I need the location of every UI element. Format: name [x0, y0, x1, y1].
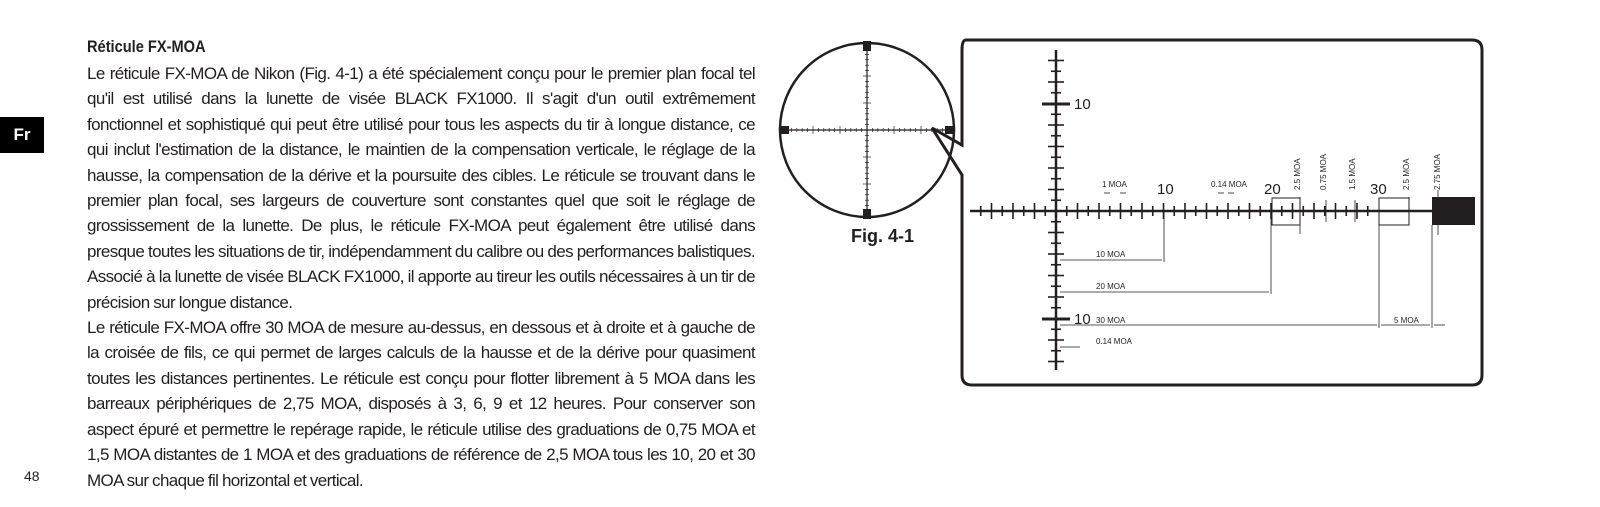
annot-20-moa: 20 MOA — [1096, 282, 1126, 291]
circle-ticks — [791, 54, 943, 206]
label-v10-bottom: 10 — [1074, 311, 1091, 328]
circle-post-left — [779, 126, 789, 134]
label-h10: 10 — [1157, 181, 1174, 198]
label-h30: 30 — [1370, 181, 1387, 198]
page-number: 48 — [24, 468, 40, 484]
annot-5-moa: 5 MOA — [1394, 316, 1420, 325]
reticle-detail: 10 10 20 30 10 1 MOA 0.14 MOA 10 MOA 20 … — [970, 50, 1475, 370]
annot-25-moa-b: 2.5 MOA — [1402, 158, 1411, 190]
section-title: Réticule FX-MOA — [87, 37, 206, 56]
label-v10-top: 10 — [1074, 96, 1091, 113]
callout-box — [930, 38, 1484, 387]
figure-caption: Fig. 4-1 — [851, 226, 915, 246]
circle-post-right — [945, 126, 955, 134]
language-tab: Fr — [0, 117, 44, 153]
annot-15-moa: 1.5 MOA — [1348, 158, 1357, 190]
annot-075-moa: 0.75 MOA — [1319, 153, 1328, 190]
annot-275-moa: 2.75 MOA — [1433, 153, 1442, 190]
text-column: Réticule FX-MOA Le réticule FX-MOA de Ni… — [87, 36, 756, 493]
annot-014-moa-bottom: 0.14 MOA — [1096, 337, 1133, 346]
language-tab-label: Fr — [13, 125, 31, 144]
annot-10-moa: 10 MOA — [1096, 250, 1126, 259]
paragraph-1: Le réticule FX-MOA de Nikon (Fig. 4-1) a… — [87, 64, 756, 312]
dimension-lines — [1060, 190, 1445, 348]
annot-30-moa: 30 MOA — [1096, 316, 1126, 325]
reticle-circle-view — [778, 41, 956, 219]
annot-014-moa-top: 0.14 MOA — [1211, 180, 1248, 189]
annot-1-moa: 1 MOA — [1102, 180, 1128, 189]
horizontal-ticks — [979, 203, 1369, 219]
annot-25-moa-a: 2.5 MOA — [1293, 158, 1302, 190]
thick-post-right — [1432, 197, 1475, 225]
vertical-ticks — [1042, 59, 1070, 363]
circle-post-bottom — [863, 209, 871, 219]
paragraph-2: Le réticule FX-MOA offre 30 MOA de mesur… — [87, 318, 756, 490]
circle-post-top — [863, 41, 871, 51]
label-h20: 20 — [1264, 181, 1281, 198]
